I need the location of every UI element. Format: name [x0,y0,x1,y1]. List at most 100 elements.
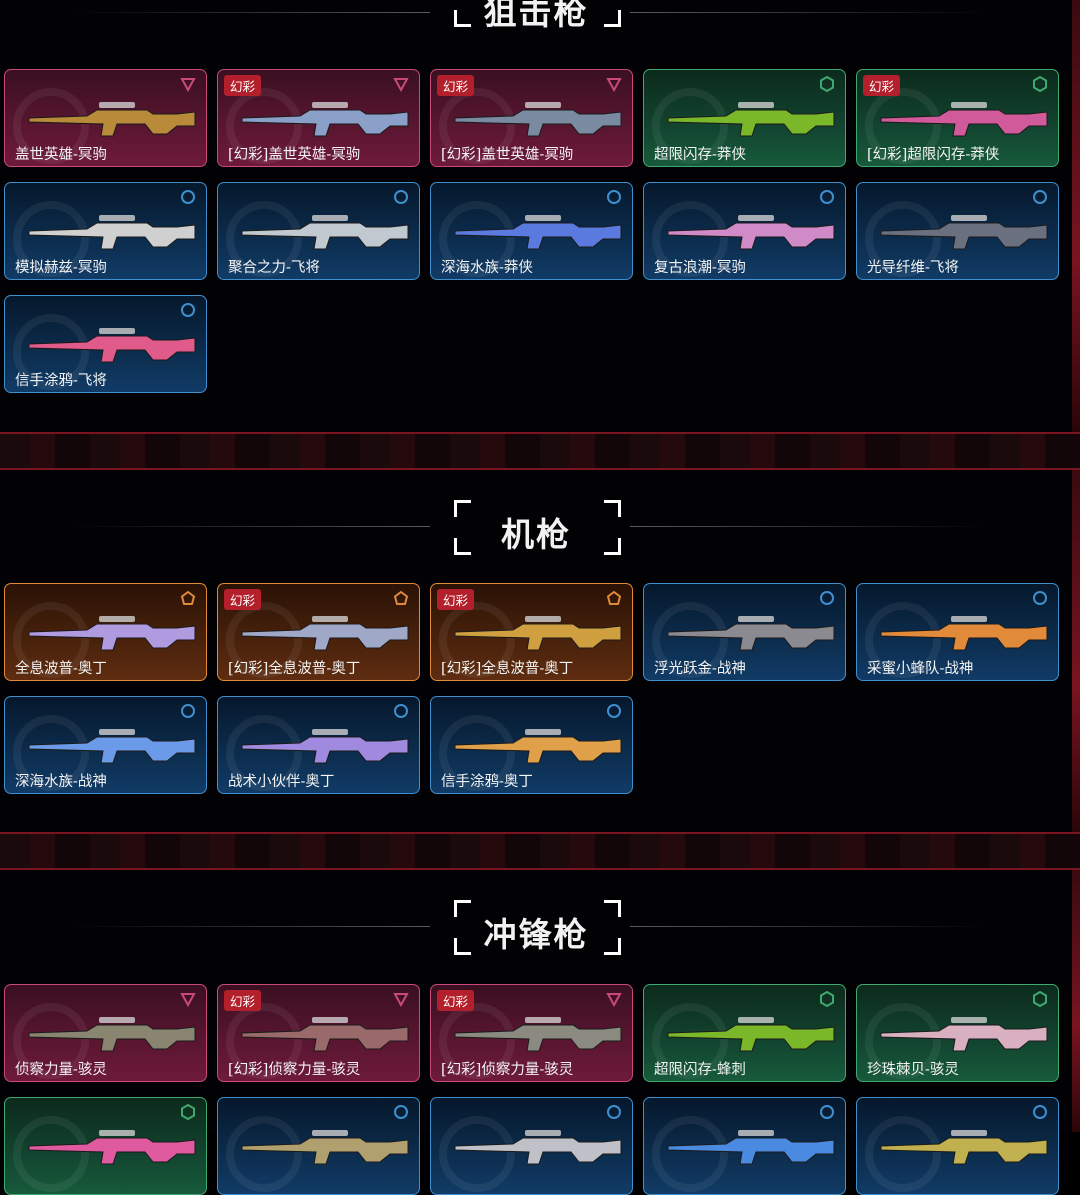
skin-name: [幻彩]全息波普-奥丁 [228,661,361,677]
hexagon-icon [1033,76,1047,92]
rainbow-tag-badge: 幻彩 [437,75,475,96]
weapon-image [667,1017,835,1052]
rainbow-tag-badge: 幻彩 [437,990,475,1011]
skin-card[interactable]: 幻彩 [幻彩]全息波普-奥丁 [430,583,633,681]
skin-card[interactable]: 幻彩 [幻彩]盖世英雄-冥驹 [217,69,420,167]
skin-card[interactable]: 侦察力量-骇灵 [4,984,207,1082]
section-title: 机枪 [501,515,571,554]
skin-card[interactable]: 珍珠棘贝-骇灵 [856,984,1059,1082]
weapon-image [241,215,409,250]
rainbow-tag-badge: 幻彩 [224,589,262,610]
skin-card[interactable] [430,1097,633,1195]
card-bg-emblem [226,715,302,791]
skin-card[interactable]: 全息波普-奥丁 [4,583,207,681]
skin-card[interactable]: 幻彩[幻彩]侦察力量-骇灵 [217,984,420,1082]
card-bg-emblem [652,1003,728,1079]
pentagon-icon [606,590,622,605]
triangle-down-icon [393,993,409,1007]
skin-name: [幻彩]全息波普-奥丁 [441,661,574,677]
skin-name: 光导纤维-飞将 [867,260,959,276]
bracket-icon [454,938,471,955]
card-bg-emblem [652,201,728,277]
weapon-image [28,328,196,363]
rainbow-tag-badge: 幻彩 [437,589,475,610]
skin-card[interactable]: 幻彩 [幻彩]全息波普-奥丁 [217,583,420,681]
skin-card[interactable]: 幻彩[幻彩]侦察力量-骇灵 [430,984,633,1082]
skin-card[interactable]: 浮光跃金-战神 [643,583,846,681]
circle-icon [181,303,195,317]
skin-card[interactable]: 深海水族-战神 [4,696,207,794]
skin-card[interactable]: 复古浪潮-冥驹 [643,182,846,280]
bracket-icon [604,938,621,955]
skin-card[interactable]: 信手涂鸦-飞将 [4,295,207,393]
skin-name: 侦察力量-骇灵 [15,1062,107,1078]
panel-edge [1072,470,1080,832]
weapon-image [880,616,1048,651]
weapon-image [454,729,622,764]
skin-card[interactable]: 超限闪存-莽侠 [643,69,846,167]
circle-icon [607,1105,621,1119]
skin-name: 浮光跃金-战神 [654,661,746,677]
section-divider [0,432,1080,470]
circle-icon [394,704,408,718]
panel-edge [1072,0,1080,432]
card-bg-emblem [865,1003,941,1079]
skin-card[interactable]: 盖世英雄-冥驹 [4,69,207,167]
rainbow-tag-badge: 幻彩 [224,75,262,96]
weapon-image [28,1130,196,1165]
header-line [70,12,430,13]
card-bg-emblem [652,602,728,678]
skin-card[interactable]: 深海水族-莽侠 [430,182,633,280]
weapon-image [667,616,835,651]
hexagon-icon [820,991,834,1007]
skin-card[interactable]: 超限闪存-蜂刺 [643,984,846,1082]
skin-card[interactable]: 幻彩[幻彩]盖世英雄-冥驹 [430,69,633,167]
card-bg-emblem [439,602,515,678]
weapon-image [241,1130,409,1165]
bracket-icon [604,900,621,917]
skin-card[interactable]: 聚合之力-飞将 [217,182,420,280]
weapon-image [454,1017,622,1052]
card-bg-emblem [226,88,302,164]
header-line [70,926,430,927]
skin-name: 全息波普-奥丁 [15,661,107,677]
skin-name: 超限闪存-莽侠 [654,147,746,163]
section-title: 狙击枪 [483,0,589,32]
section-header-mg: 机枪 [0,492,1072,562]
skin-card[interactable]: 模拟赫兹-冥驹 [4,182,207,280]
weapon-image [667,1130,835,1165]
weapon-image [880,215,1048,250]
skin-name: 盖世英雄-冥驹 [15,147,107,163]
card-bg-emblem [439,715,515,791]
skin-card[interactable]: 信手涂鸦-奥丁 [430,696,633,794]
weapon-image [241,102,409,137]
pentagon-icon [180,590,196,605]
skin-card[interactable]: 采蜜小蜂队-战神 [856,583,1059,681]
weapon-image [28,729,196,764]
pentagon-icon [393,590,409,605]
skin-name: [幻彩]盖世英雄-冥驹 [228,147,361,163]
weapon-image [241,729,409,764]
skin-card[interactable]: 战术小伙伴-奥丁 [217,696,420,794]
triangle-down-icon [393,78,409,92]
skin-card[interactable]: 光导纤维-飞将 [856,182,1059,280]
skin-name: [幻彩]超限闪存-莽侠 [867,147,1000,163]
bracket-icon [454,538,471,555]
skin-name: 深海水族-莽侠 [441,260,533,276]
card-bg-emblem [13,715,89,791]
skin-name: 深海水族-战神 [15,774,107,790]
weapon-image [454,616,622,651]
skin-card[interactable] [217,1097,420,1195]
bracket-icon [454,10,471,27]
card-bg-emblem [226,201,302,277]
skin-name: 聚合之力-飞将 [228,260,320,276]
card-bg-emblem [13,88,89,164]
skin-name: 信手涂鸦-奥丁 [441,774,533,790]
weapon-image [880,1017,1048,1052]
skin-card[interactable] [856,1097,1059,1195]
bracket-icon [454,900,471,917]
weapon-image [454,1130,622,1165]
skin-card[interactable] [4,1097,207,1195]
skin-card[interactable]: 幻彩[幻彩]超限闪存-莽侠 [856,69,1059,167]
skin-card[interactable] [643,1097,846,1195]
